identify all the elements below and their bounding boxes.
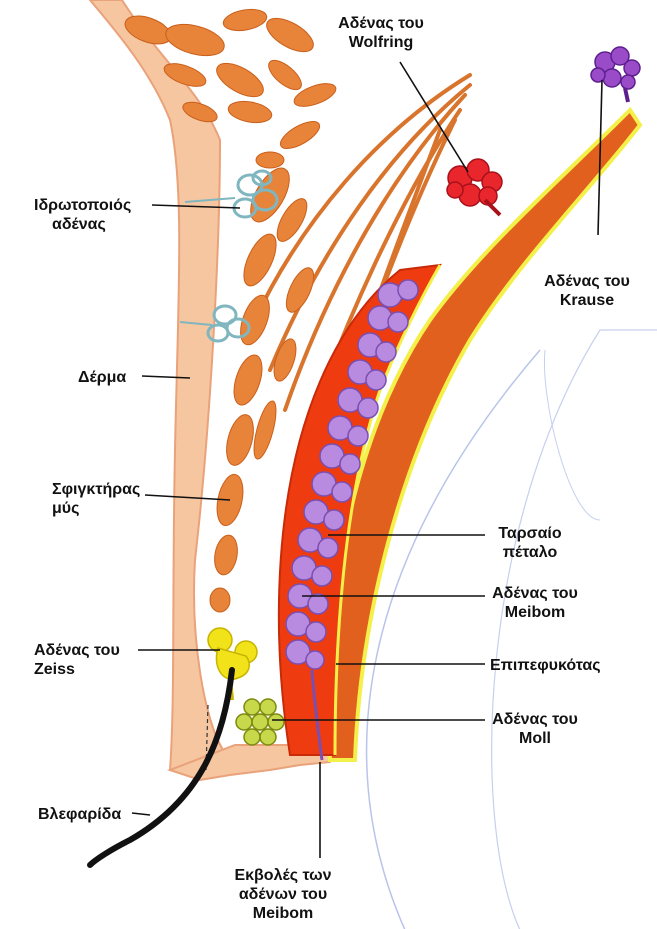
label-zeiss: Αδένας του Zeiss bbox=[34, 641, 120, 679]
label-meibom-ducts-line-3: Meibom bbox=[218, 904, 348, 923]
label-moll-line-1: Αδένας του bbox=[485, 710, 585, 729]
label-moll-line-2: Moll bbox=[485, 729, 585, 748]
label-meibom-ducts-line-2: αδένων του bbox=[218, 885, 348, 904]
leader-eyelash bbox=[132, 813, 150, 815]
wolfring-gland bbox=[447, 159, 502, 215]
label-sweat-gland: Ιδρωτοποιός αδένας bbox=[34, 196, 131, 234]
label-sweat-gland-line-1: Ιδρωτοποιός bbox=[34, 196, 131, 215]
label-meibom: Αδένας του Meibom bbox=[485, 584, 585, 622]
krause-gland bbox=[591, 47, 640, 102]
label-meibom-ducts-line-1: Εκβολές των bbox=[218, 866, 348, 885]
label-moll: Αδένας του Moll bbox=[485, 710, 585, 748]
label-meibom-line-2: Meibom bbox=[485, 603, 585, 622]
label-krause-line-2: Krause bbox=[528, 291, 646, 310]
label-wolfring-line-2: Wolfring bbox=[318, 33, 444, 52]
label-krause: Αδένας του Krause bbox=[528, 272, 646, 310]
label-tarsal-plate: Ταρσαίο πέταλο bbox=[487, 524, 573, 562]
label-meibom-line-1: Αδένας του bbox=[485, 584, 585, 603]
label-wolfring: Αδένας του Wolfring bbox=[318, 14, 444, 52]
label-zeiss-line-2: Zeiss bbox=[34, 660, 120, 679]
label-conjunctiva: Επιπεφυκότας bbox=[490, 656, 601, 675]
label-tarsal-plate-line-1: Ταρσαίο bbox=[487, 524, 573, 543]
label-krause-line-1: Αδένας του bbox=[528, 272, 646, 291]
label-meibom-ducts: Εκβολές των αδένων του Meibom bbox=[218, 866, 348, 923]
label-wolfring-line-1: Αδένας του bbox=[318, 14, 444, 33]
label-sphincter-line-1: Σφιγκτήρας bbox=[52, 480, 140, 499]
label-zeiss-line-1: Αδένας του bbox=[34, 641, 120, 660]
label-sweat-gland-line-2: αδένας bbox=[34, 215, 131, 234]
cornea-outline bbox=[492, 330, 657, 929]
label-sphincter-line-2: μύς bbox=[52, 499, 140, 518]
label-sphincter: Σφιγκτήρας μύς bbox=[52, 480, 140, 518]
label-eyelash: Βλεφαρίδα bbox=[38, 805, 121, 824]
label-tarsal-plate-line-2: πέταλο bbox=[487, 543, 573, 562]
cornea-surface bbox=[544, 350, 600, 520]
moll-gland bbox=[236, 699, 284, 745]
label-dermis: Δέρμα bbox=[78, 368, 126, 387]
zeiss-gland bbox=[208, 628, 257, 700]
